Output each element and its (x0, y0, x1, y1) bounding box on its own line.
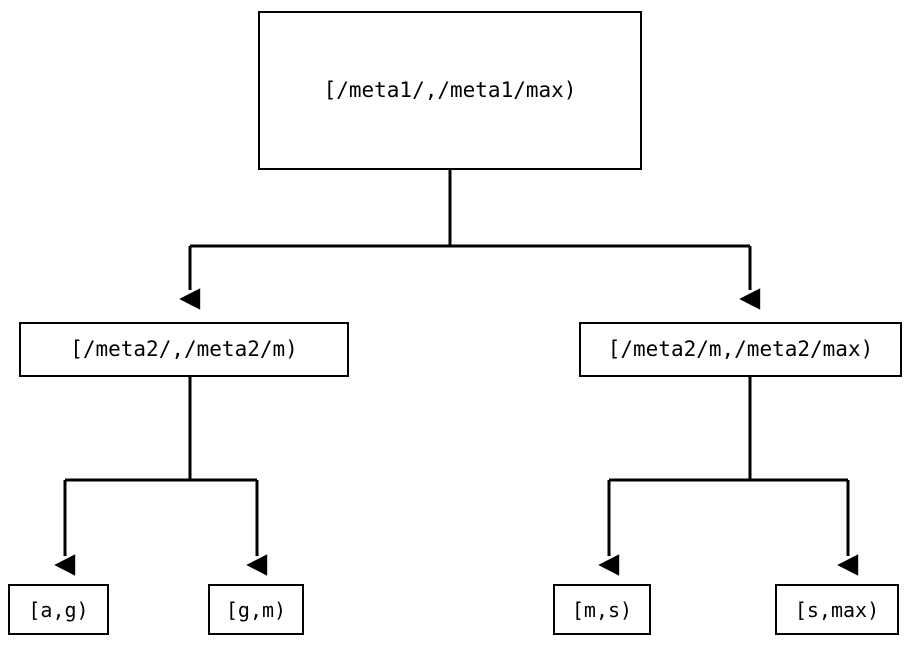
edge-root-to-mid-level (179, 170, 761, 310)
node-leaf-gm-label: [g,m) (225, 597, 287, 622)
node-leaf-ag-label: [a,g) (28, 597, 89, 622)
node-leaf-gm[interactable]: [g,m) (208, 584, 304, 635)
node-mid-right[interactable]: [/meta2/m,/meta2/max) (579, 322, 902, 377)
node-root[interactable]: [/meta1/,/meta1/max) (258, 11, 642, 170)
node-leaf-smax[interactable]: [s,max) (775, 584, 899, 635)
node-leaf-smax-label: [s,max) (794, 597, 880, 622)
edge-mid-left-to-leaves (54, 377, 268, 576)
node-leaf-ms-label: [m,s) (571, 597, 633, 622)
node-leaf-ag[interactable]: [a,g) (8, 584, 109, 635)
edge-mid-right-to-leaves (598, 377, 859, 576)
node-mid-left[interactable]: [/meta2/,/meta2/m) (19, 322, 349, 377)
node-mid-left-label: [/meta2/,/meta2/m) (70, 337, 298, 361)
node-root-label: [/meta1/,/meta1/max) (323, 78, 577, 102)
node-leaf-ms[interactable]: [m,s) (553, 584, 651, 635)
node-mid-right-label: [/meta2/m,/meta2/max) (607, 337, 874, 361)
